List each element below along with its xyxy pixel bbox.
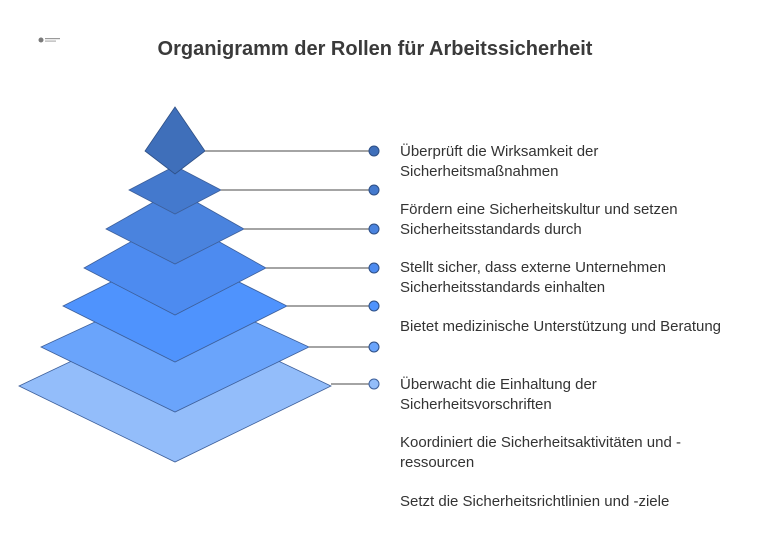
role-description-1: Überprüft die Wirksamkeit der Sicherheit…: [400, 143, 599, 180]
role-description-3: Stellt sicher, dass externe Unternehmen …: [400, 259, 666, 296]
connector-dot-1: [368, 145, 380, 157]
connector-dot-7: [368, 378, 380, 390]
connector-dot-6: [368, 341, 380, 353]
role-description-4: Bietet medizinische Unterstützung und Be…: [400, 318, 722, 335]
pyramid-layer-3: [105, 189, 245, 265]
role-description-5: Überwacht die Einhaltung der Sicherheits…: [400, 376, 597, 413]
pyramid-layer-4: [83, 216, 267, 316]
role-description-6: Koordiniert die Sicherheitsaktivitäten u…: [400, 434, 681, 471]
role-description-2: Fördern eine Sicherheitskultur und setze…: [400, 201, 678, 238]
role-description-7: Setzt die Sicherheitsrichtlinien und -zi…: [400, 493, 670, 510]
page-title: Organigramm der Rollen für Arbeitssicher…: [157, 38, 593, 60]
connector-dot-3: [368, 223, 380, 235]
connector-dot-5: [368, 300, 380, 312]
pyramid-layer-1: [144, 106, 206, 175]
connector-dot-4: [368, 262, 380, 274]
connector-dot-2: [368, 184, 380, 196]
logo: [38, 31, 62, 43]
pyramid-layer-2: [128, 165, 222, 215]
